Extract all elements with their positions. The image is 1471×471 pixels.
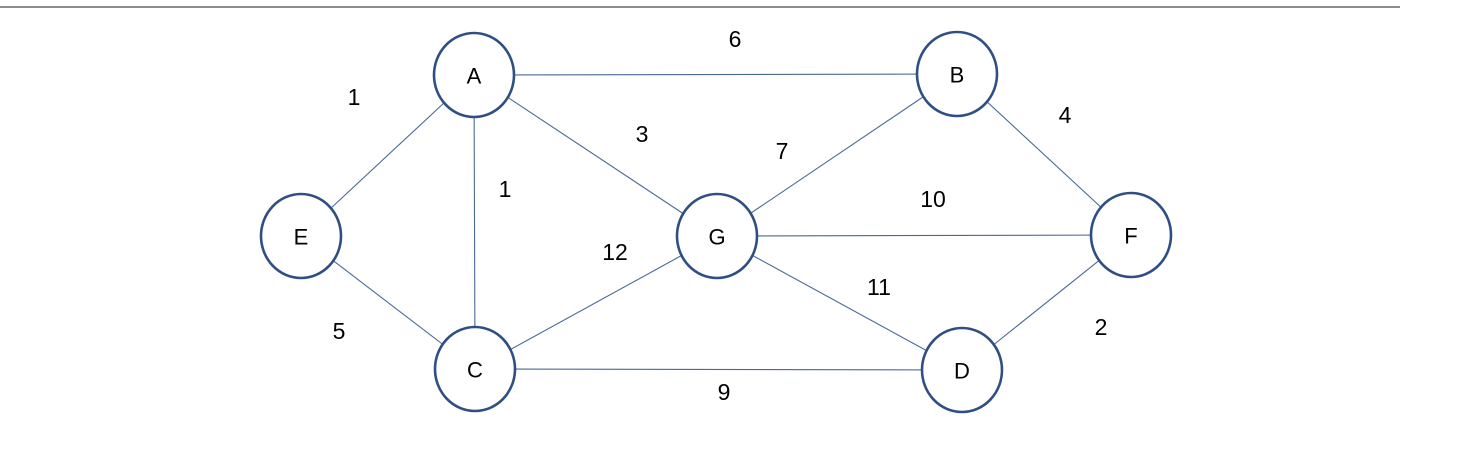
- nodes-layer: A B C D E F G: [259, 30, 1173, 414]
- node-g: G: [675, 192, 759, 280]
- node-label-f: F: [1124, 224, 1137, 249]
- node-c: C: [433, 325, 517, 413]
- node-a: A: [432, 31, 516, 119]
- weight-label-d-f: 2: [1095, 314, 1108, 340]
- node-label-g: G: [708, 225, 725, 250]
- node-f: F: [1089, 191, 1173, 279]
- weight-label-g-d: 11: [867, 274, 891, 300]
- weight-label-b-f: 4: [1059, 102, 1072, 128]
- node-circle-a: [432, 31, 516, 119]
- node-label-e: E: [294, 225, 309, 250]
- node-label-d: D: [954, 359, 970, 384]
- node-circle-d: [920, 326, 1004, 414]
- weight-label-c-g: 12: [602, 239, 628, 265]
- node-label-a: A: [467, 64, 482, 89]
- edge-g-d: [716, 235, 963, 371]
- edge-a-b: [473, 73, 958, 76]
- edge-a-g: [473, 74, 718, 237]
- edge-g-f: [716, 234, 1132, 237]
- weight-label-a-c: 1: [499, 176, 512, 202]
- weight-label-e-c: 5: [333, 318, 346, 344]
- node-circle-e: [259, 192, 343, 280]
- edge-c-d: [474, 368, 963, 371]
- node-d: D: [920, 326, 1004, 414]
- node-label-b: B: [950, 63, 965, 88]
- edge-a-c: [473, 74, 476, 370]
- weight-label-b-g: 7: [776, 138, 789, 164]
- node-e: E: [259, 192, 343, 280]
- edge-b-g: [716, 73, 958, 237]
- edge-c-g: [474, 235, 718, 370]
- node-circle-g: [675, 192, 759, 280]
- weight-label-a-e: 1: [348, 84, 361, 110]
- weight-label-c-d: 9: [718, 379, 731, 405]
- weight-label-g-f: 10: [920, 186, 946, 212]
- node-circle-c: [433, 325, 517, 413]
- node-circle-f: [1089, 191, 1173, 279]
- node-b: B: [915, 30, 999, 118]
- node-circle-b: [915, 30, 999, 118]
- weight-label-a-b: 6: [729, 26, 742, 52]
- weight-label-a-g: 3: [636, 121, 649, 147]
- node-label-c: C: [467, 358, 483, 383]
